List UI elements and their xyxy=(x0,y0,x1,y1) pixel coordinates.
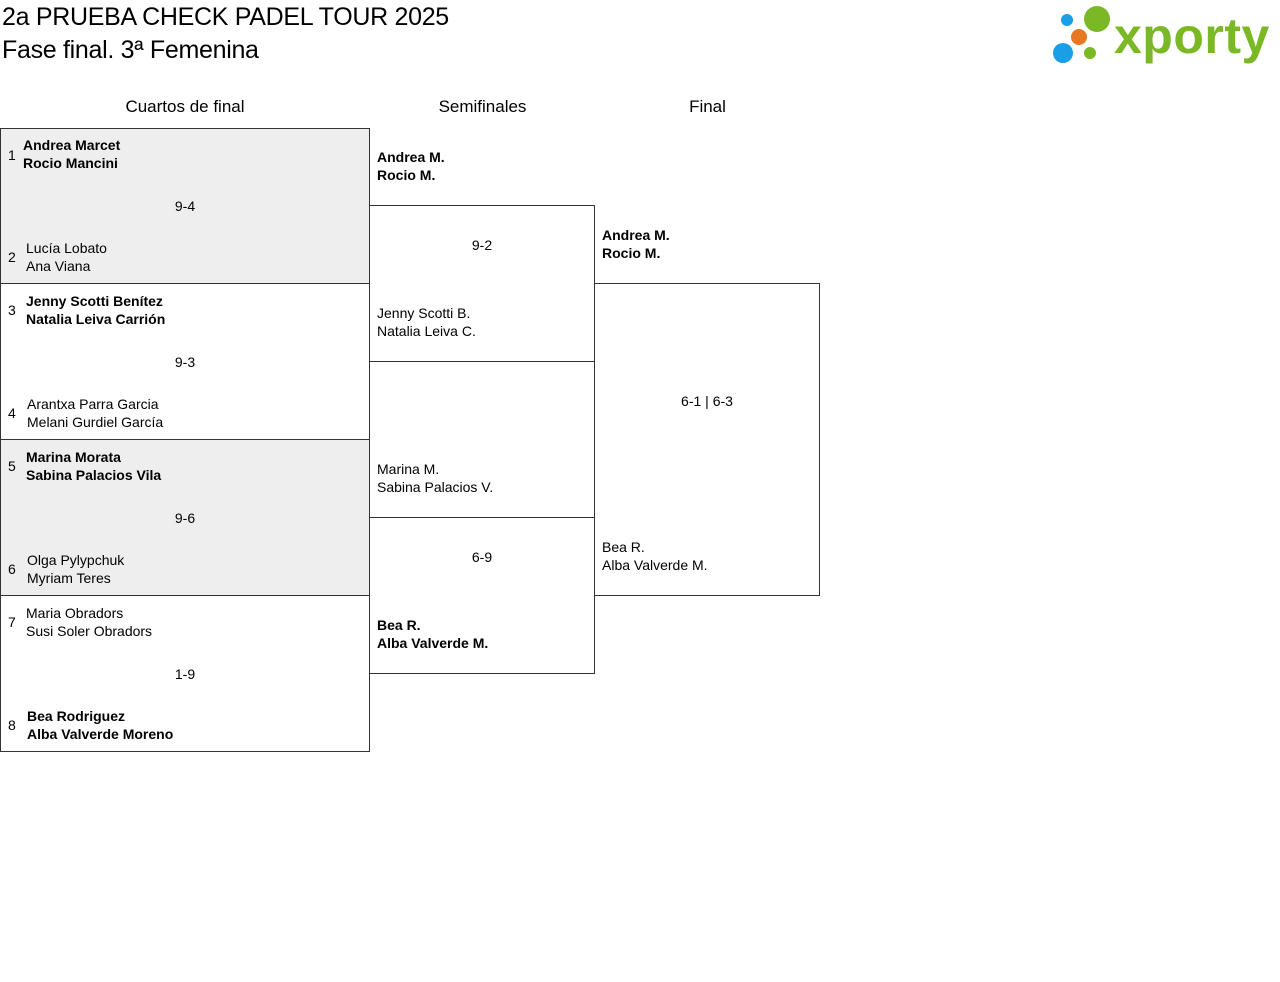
quarterfinal-match-4: 7 Maria Obradors Susi Soler Obradors 1-9… xyxy=(0,595,370,752)
player-name: Alba Valverde M. xyxy=(377,635,489,651)
round-title-semifinals: Semifinales xyxy=(438,97,527,116)
team-top: Marina Morata Sabina Palacios Vila xyxy=(26,448,161,484)
match-score: 6-9 xyxy=(471,549,493,565)
seed-number: 2 xyxy=(8,249,16,265)
final-team-top: Andrea M. Rocio M. xyxy=(602,226,670,262)
seed-number: 4 xyxy=(8,405,16,421)
final-match: 6-1 | 6-3 Bea R. Alba Valverde M. xyxy=(594,283,820,596)
player-name: Myriam Teres xyxy=(27,570,111,586)
player-name: Sabina Palacios Vila xyxy=(26,467,162,483)
player-name: Andrea M. xyxy=(377,149,445,165)
player-name: Susi Soler Obradors xyxy=(26,623,153,639)
seed-number: 7 xyxy=(8,614,16,630)
player-name: Sabina Palacios V. xyxy=(377,479,494,495)
team-top: Andrea Marcet Rocio Mancini xyxy=(23,136,120,172)
player-name: Rocio M. xyxy=(602,245,661,261)
player-name: Maria Obradors xyxy=(26,605,124,621)
semifinal-1-team-top: Andrea M. Rocio M. xyxy=(377,148,445,184)
seed-number: 1 xyxy=(8,147,16,163)
page-subtitle: Fase final. 3ª Femenina xyxy=(2,36,259,64)
player-name: Ana Viana xyxy=(26,258,91,274)
xporty-dots-icon xyxy=(1053,6,1110,63)
semifinal-match-2: 6-9 Bea R. Alba Valverde M. xyxy=(369,517,595,674)
round-title-quarterfinals: Cuartos de final xyxy=(125,97,245,116)
player-name: Andrea Marcet xyxy=(23,137,121,153)
player-name: Bea R. xyxy=(602,539,645,555)
match-score: 9-6 xyxy=(174,510,196,526)
team-bottom: Arantxa Parra Garcia Melani Gurdiel Garc… xyxy=(27,395,163,431)
player-name: Rocio M. xyxy=(377,167,436,183)
seed-number: 8 xyxy=(8,717,16,733)
match-score: 1-9 xyxy=(174,666,196,682)
match-score: 6-1 | 6-3 xyxy=(681,393,733,409)
player-name: Melani Gurdiel García xyxy=(27,414,164,430)
team-top: Maria Obradors Susi Soler Obradors xyxy=(26,604,152,640)
player-name: Jenny Scotti Benítez xyxy=(26,293,163,309)
xporty-logo: xporty xyxy=(1050,2,1276,68)
quarterfinal-match-1: 1 Andrea Marcet Rocio Mancini 9-4 2 Lucí… xyxy=(0,128,370,284)
player-name: Andrea M. xyxy=(602,227,670,243)
player-name: Lucía Lobato xyxy=(26,240,107,256)
seed-number: 6 xyxy=(8,561,16,577)
player-name: Arantxa Parra Garcia xyxy=(27,396,159,412)
semifinal-match-1: 9-2 Jenny Scotti B. Natalia Leiva C. xyxy=(369,205,595,362)
semifinal-1-team-bottom: Jenny Scotti B. Natalia Leiva C. xyxy=(377,304,476,340)
match-score: 9-2 xyxy=(471,237,493,253)
player-name: Bea R. xyxy=(377,617,421,633)
team-bottom: Lucía Lobato Ana Viana xyxy=(26,239,107,275)
player-name: Marina M. xyxy=(377,461,440,477)
page-title: 2a PRUEBA CHECK PADEL TOUR 2025 xyxy=(2,3,449,31)
player-name: Marina Morata xyxy=(26,449,121,465)
player-name: Alba Valverde Moreno xyxy=(27,726,174,742)
seed-number: 3 xyxy=(8,302,16,318)
semifinal-2-team-top: Marina M. Sabina Palacios V. xyxy=(377,460,493,496)
team-top: Jenny Scotti Benítez Natalia Leiva Carri… xyxy=(26,292,165,328)
seed-number: 5 xyxy=(8,458,16,474)
logo-wordmark: xporty xyxy=(1114,8,1270,64)
team-bottom: Olga Pylypchuk Myriam Teres xyxy=(27,551,124,587)
semifinal-2-team-bottom: Bea R. Alba Valverde M. xyxy=(377,616,488,652)
player-name: Natalia Leiva C. xyxy=(377,323,476,339)
match-score: 9-3 xyxy=(174,354,196,370)
player-name: Alba Valverde M. xyxy=(602,557,708,573)
player-name: Jenny Scotti B. xyxy=(377,305,471,321)
final-team-bottom: Bea R. Alba Valverde M. xyxy=(602,538,708,574)
player-name: Rocio Mancini xyxy=(23,155,118,171)
player-name: Natalia Leiva Carrión xyxy=(26,311,166,327)
quarterfinal-match-2: 3 Jenny Scotti Benítez Natalia Leiva Car… xyxy=(0,283,370,440)
match-score: 9-4 xyxy=(174,198,196,214)
team-bottom: Bea Rodriguez Alba Valverde Moreno xyxy=(27,707,173,743)
round-title-final: Final xyxy=(689,97,726,116)
player-name: Bea Rodriguez xyxy=(27,708,126,724)
quarterfinal-match-3: 5 Marina Morata Sabina Palacios Vila 9-6… xyxy=(0,439,370,596)
player-name: Olga Pylypchuk xyxy=(27,552,125,568)
